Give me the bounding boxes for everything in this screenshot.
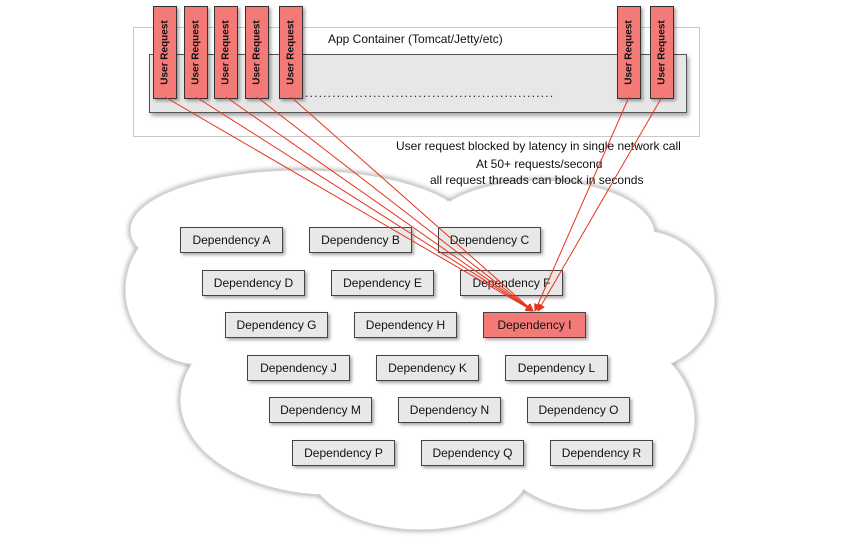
arrow-request-4 [256, 96, 534, 312]
arrow-request-2 [195, 96, 534, 312]
arrow-request-5 [290, 96, 534, 312]
app-container-title: App Container (Tomcat/Jetty/etc) [328, 32, 503, 46]
dependency-h: Dependency H [354, 312, 457, 338]
rate-note-line1: At 50+ requests/second [476, 157, 603, 171]
dependency-e: Dependency E [331, 270, 434, 296]
dependency-n: Dependency N [398, 397, 501, 423]
app-container-bar [149, 54, 687, 113]
dependency-k: Dependency K [376, 355, 479, 381]
user-request-4: User Request [245, 6, 269, 99]
dependency-i-blocked: Dependency I [483, 312, 586, 338]
rate-note-line2: all request threads can block in seconds [430, 173, 644, 187]
dependency-g: Dependency G [225, 312, 328, 338]
dependency-p: Dependency P [292, 440, 395, 466]
dependency-r: Dependency R [550, 440, 653, 466]
dependency-q: Dependency Q [421, 440, 524, 466]
arrow-request-1 [164, 96, 534, 312]
arrow-request-7 [537, 96, 663, 312]
dependency-l: Dependency L [505, 355, 608, 381]
dependency-o: Dependency O [527, 397, 630, 423]
request-ellipsis: ........................................… [305, 86, 555, 100]
dependency-m: Dependency M [269, 397, 372, 423]
dependency-a: Dependency A [180, 227, 283, 253]
dependency-d: Dependency D [202, 270, 305, 296]
arrow-request-6 [534, 96, 630, 312]
user-request-1: User Request [153, 6, 177, 99]
user-request-2: User Request [184, 6, 208, 99]
dependency-b: Dependency B [309, 227, 412, 253]
blocked-note: User request blocked by latency in singl… [396, 139, 681, 153]
user-request-6: User Request [617, 6, 641, 99]
dependency-j: Dependency J [247, 355, 350, 381]
dependency-c: Dependency C [438, 227, 541, 253]
user-request-5: User Request [279, 6, 303, 99]
user-request-7: User Request [650, 6, 674, 99]
user-request-3: User Request [214, 6, 238, 99]
arrow-request-3 [225, 96, 534, 312]
